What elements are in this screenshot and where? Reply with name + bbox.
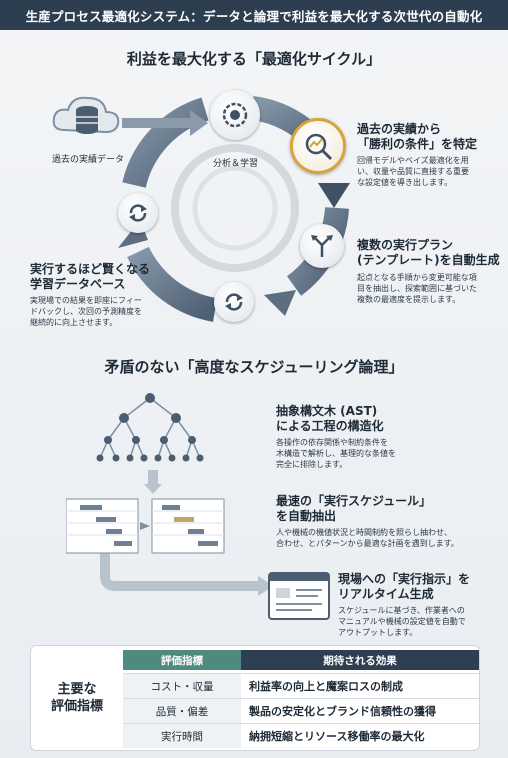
table-row: 実行時間 納拥短縮とリソース移働率の最大化 xyxy=(123,723,479,748)
refresh-icon xyxy=(129,204,147,222)
ast-desc-line1: 各操作の依存関係や制約条件を xyxy=(276,438,388,447)
table-row: 品質・偏差 製品の安定化とブランド信頼性の獲得 xyxy=(123,698,479,723)
magnifier-chart-icon xyxy=(305,133,333,161)
page-header: 生産プロセス最適化システム：データと論理で利益を最大化する次世代の自動化 xyxy=(0,0,508,30)
logic-flow-arrows xyxy=(100,470,274,596)
cycle-section-title: 利益を最大化する「最適化サイクル」 xyxy=(126,50,382,68)
kpi-header-metric: 評価指標 xyxy=(123,650,241,670)
kpi-header-effect: 期待される効果 xyxy=(241,650,479,670)
step1-title-line2: 「勝利の条件」を特定 xyxy=(357,137,478,151)
step2-desc-line3: 複数の最適度を提示します。 xyxy=(357,295,461,304)
schedule-desc-line1: 人や機械の機値状況と時間制約を照らし抽わせ、 xyxy=(276,528,452,537)
refresh-node-bottom xyxy=(214,282,254,322)
ast-desc-line3: 完全に排除します。 xyxy=(276,460,348,469)
kpi-table-side-label: 主要な 評価指標 xyxy=(31,646,123,750)
step1-desc-line2: い、収量や品質に直接する重要 xyxy=(357,167,469,176)
database-label: 過去の実績データ xyxy=(52,155,125,165)
kpi-table: 主要な 評価指標 評価指標 期待される効果 コスト・収量 利益率の向上と魔案ロス… xyxy=(30,645,480,751)
step2-desc-line2: 目を抽出し、探索範囲に基づいた xyxy=(357,284,477,293)
schedule-title-line2: を自動抽出 xyxy=(276,509,337,523)
ast-title-line1: 抽象構文木 (AST) xyxy=(276,404,378,418)
kpi-effect-cell: 利益率の向上と魔案ロスの制成 xyxy=(249,680,403,693)
branch-node xyxy=(300,224,344,268)
step1-title-line1: 過去の実績から xyxy=(357,122,442,136)
kpi-side-line2: 評価指標 xyxy=(50,699,103,714)
instruction-title-line1: 現場への「実行指示」を xyxy=(338,572,471,586)
schedule-title-line1: 最速の「実行スケジュール」 xyxy=(276,494,432,508)
refresh-icon xyxy=(225,293,243,311)
analysis-label: 分析＆学習 xyxy=(213,159,259,169)
kpi-metric-cell: コスト・収量 xyxy=(123,674,241,698)
step2-title-line1: 複数の実行プラン xyxy=(357,238,454,252)
analysis-node xyxy=(210,90,260,140)
branching-arrows-icon xyxy=(311,235,333,257)
step1-desc-line1: 回帰モデルやベイズ最適化を用 xyxy=(357,156,469,165)
step1-desc-line3: な設定値を導き出します。 xyxy=(357,178,453,187)
database-cloud-icon xyxy=(52,96,120,134)
step2-desc-line1: 起点となる手順から変更可能な項 xyxy=(357,273,477,282)
instruction-screen-icon xyxy=(268,572,330,620)
kpi-metric-cell: 品質・偏差 xyxy=(123,699,241,723)
kpi-metric-cell: 実行時間 xyxy=(123,724,241,748)
kpi-effect-cell: 製品の安定化とブランド信頼性の獲得 xyxy=(249,705,436,718)
schedule-desc-line2: 合わせ、とパターンから最適な計画を遇到します。 xyxy=(276,539,459,548)
step3-desc-line1: 実現場での結果を即座にフィー xyxy=(30,296,142,305)
step3-desc-line3: 継続的に向上させます。 xyxy=(30,318,118,327)
step3-title-line1: 実行するほど賢くなる xyxy=(30,262,151,276)
ast-title-line2: による工程の構造化 xyxy=(276,419,384,433)
table-row: コスト・収量 利益率の向上と魔案ロスの制成 xyxy=(123,673,479,698)
step3-title-line2: 学習データベース xyxy=(30,277,126,291)
step3-desc-line2: ドバックし、次回の予測精度を xyxy=(30,307,142,316)
ast-desc-line2: 木構造で解析し、基理的な条値を xyxy=(276,449,396,458)
instruction-title-line2: リアルタイム生成 xyxy=(338,587,434,601)
instruction-desc-line1: スケジュールに基づき、作業者への xyxy=(338,606,465,615)
gantt-chart-icon xyxy=(66,498,225,554)
refresh-node-left xyxy=(118,193,158,233)
insight-node xyxy=(290,118,346,174)
syntax-tree-icon xyxy=(96,393,204,462)
kpi-side-line1: 主要な xyxy=(57,682,97,697)
step2-title-line2: (テンプレート)を自動生成 xyxy=(357,253,500,267)
instruction-desc-line2: マニュアルや機械の設定値を自動で xyxy=(338,617,466,626)
logic-section-title: 矛盾のない「高度なスケジューリング論理」 xyxy=(104,358,404,376)
instruction-desc-line3: アウトプットします。 xyxy=(338,628,418,637)
kpi-effect-cell: 納拥短縮とリソース移働率の最大化 xyxy=(249,730,425,743)
brain-gear-icon xyxy=(222,102,248,128)
